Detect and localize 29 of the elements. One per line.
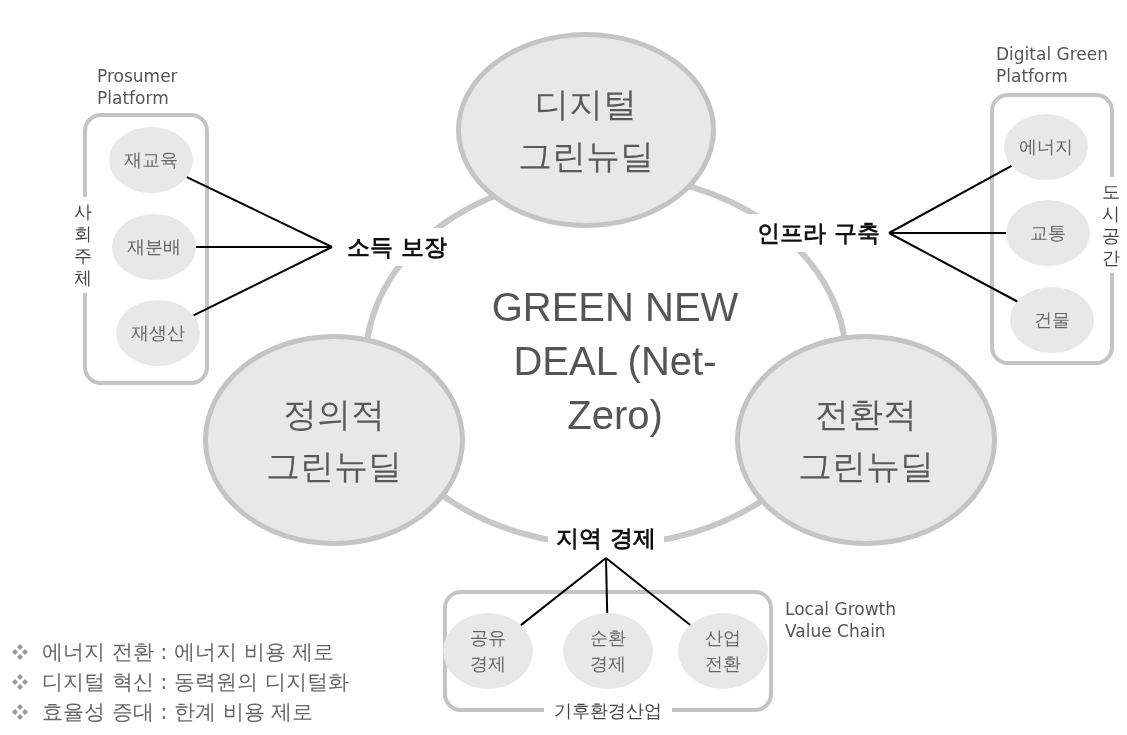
side-label: 사회주체 (72, 197, 94, 293)
ellipse: 건물 (1010, 287, 1094, 353)
ellipse: 교통 (1006, 200, 1090, 266)
connector-line (519, 557, 607, 627)
box-heading: Prosumer Platform (97, 65, 179, 109)
caption-text: Local Growth Value Chain (785, 598, 897, 642)
ellipse: 순환 경제 (563, 613, 653, 689)
ellipse: 산업 전환 (678, 613, 768, 689)
connector-line (195, 246, 333, 248)
bullet-text: 디지털 혁신 : 동력원의 디지털화 (42, 669, 349, 696)
circle: 전환적 그린뉴딜 (735, 334, 997, 546)
connector-line (605, 557, 692, 626)
connector-line (888, 232, 1007, 234)
bullet-text: 효율성 증대 : 한계 비용 제로 (42, 699, 314, 726)
ellipse: 재생산 (116, 300, 200, 366)
connector-line (192, 246, 333, 317)
circle: 디지털 그린뉴딜 (456, 32, 716, 228)
ellipse: 재분배 (112, 214, 196, 280)
ellipse: 공유 경제 (443, 613, 533, 689)
side-label: 도시공간 (1100, 177, 1122, 273)
ellipse: 에너지 (1004, 114, 1088, 180)
ellipse: 재교육 (109, 127, 193, 193)
connector-line (888, 164, 1013, 234)
connector-line (888, 232, 1019, 303)
circle: 정의적 그린뉴딜 (203, 334, 465, 546)
box-heading: Digital Green Platform (996, 43, 1110, 87)
connector-line (185, 176, 333, 248)
bullet-text: 에너지 전환 : 에너지 비용 제로 (42, 639, 335, 666)
connector-line (605, 557, 609, 614)
